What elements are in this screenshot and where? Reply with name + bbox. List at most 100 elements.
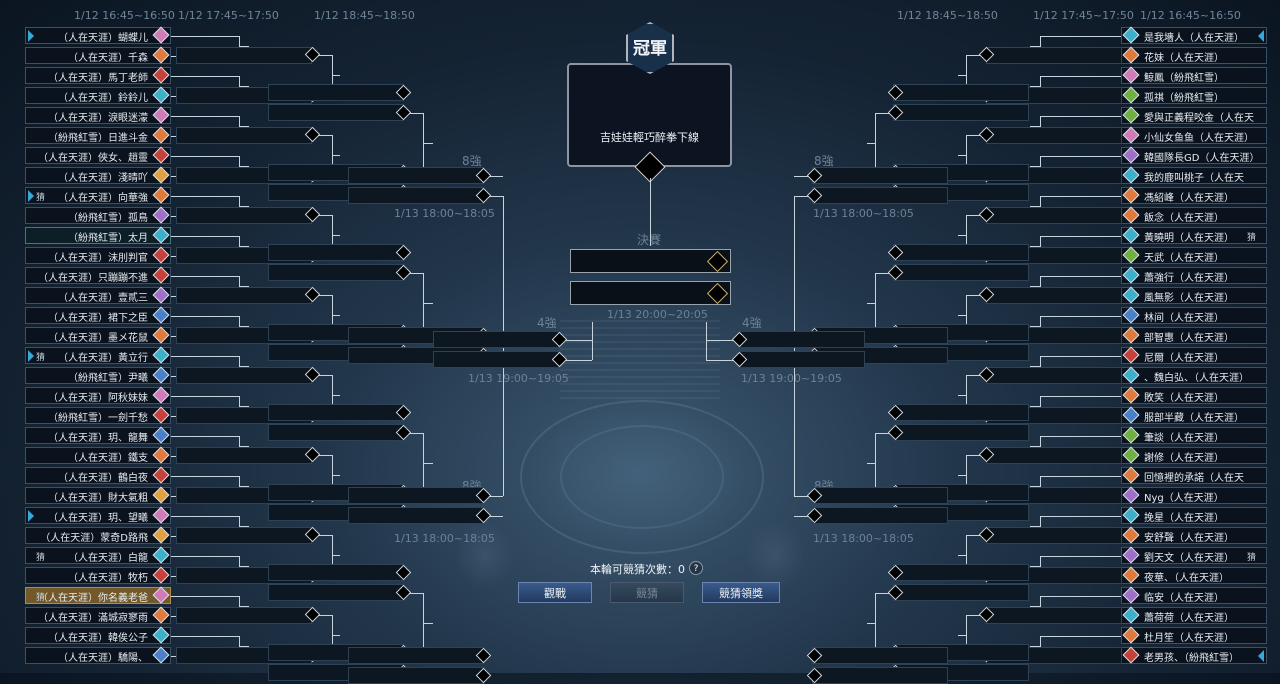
player-entry[interactable]: 老男孩、（紛飛紅雪）	[1121, 646, 1267, 664]
player-entry[interactable]: 飯念（人在天涯）	[1121, 206, 1267, 224]
player-entry[interactable]: （人在天涯）牧朽	[25, 566, 171, 584]
guess-reward-button[interactable]: 競猜領獎	[702, 582, 780, 603]
bracket-slot[interactable]	[812, 167, 948, 184]
bracket-slot[interactable]	[986, 127, 1122, 144]
player-entry[interactable]: 临安（人在天涯）	[1121, 586, 1267, 604]
player-entry[interactable]: 天武（人在天涯）	[1121, 246, 1267, 264]
bracket-slot[interactable]	[986, 607, 1122, 624]
player-entry[interactable]: （人在天涯）玥、望曦	[25, 506, 171, 524]
player-entry[interactable]: 挽星（人在天涯）	[1121, 506, 1267, 524]
bracket-slot[interactable]	[812, 647, 948, 664]
player-entry[interactable]: （人在天涯）驕陽、	[25, 646, 171, 664]
player-entry[interactable]: 馮紹峰（人在天涯）	[1121, 186, 1267, 204]
player-entry[interactable]: （紛飛紅雪）一劍千愁	[25, 406, 171, 424]
player-entry[interactable]: （人在天涯）白龍猜	[25, 546, 171, 564]
player-entry[interactable]: （人在天涯）鈴鈴儿	[25, 86, 171, 104]
player-entry[interactable]: 林间（人在天涯）	[1121, 306, 1267, 324]
player-entry[interactable]: 韓國隊長GD（人在天涯）	[1121, 146, 1267, 164]
player-entry[interactable]: 孤祺（紛飛紅雪）	[1121, 86, 1267, 104]
player-entry[interactable]: （人在天涯）馬丁老師	[25, 66, 171, 84]
player-entry[interactable]: Nyg（人在天涯）	[1121, 486, 1267, 504]
bracket-slot[interactable]	[176, 287, 312, 304]
player-entry[interactable]: （紛飛紅雪）日進斗金	[25, 126, 171, 144]
bracket-slot[interactable]	[268, 84, 404, 101]
bracket-slot[interactable]	[348, 647, 484, 664]
bracket-slot[interactable]	[268, 264, 404, 281]
bracket-slot[interactable]	[893, 104, 1029, 121]
player-entry[interactable]: （人在天涯）蒙奇D路飛	[25, 526, 171, 544]
player-entry[interactable]: 敗笑（人在天涯）	[1121, 386, 1267, 404]
bracket-slot[interactable]	[176, 127, 312, 144]
player-entry[interactable]: （人在天涯）千森	[25, 46, 171, 64]
player-entry[interactable]: 、魏白弘、（人在天涯）	[1121, 366, 1267, 384]
final-slot-2[interactable]	[570, 281, 731, 305]
player-entry[interactable]: （人在天涯）淚眼迷濛	[25, 106, 171, 124]
bracket-slot[interactable]	[739, 351, 865, 368]
player-entry[interactable]: 回憶裡的承諾（人在天	[1121, 466, 1267, 484]
player-entry[interactable]: 愛與正義程咬金（人在天	[1121, 106, 1267, 124]
player-entry[interactable]: （人在天涯）財大氣粗	[25, 486, 171, 504]
bracket-slot[interactable]	[348, 487, 484, 504]
player-entry[interactable]: 風無影（人在天涯）	[1121, 286, 1267, 304]
bracket-slot[interactable]	[176, 207, 312, 224]
bracket-slot[interactable]	[268, 244, 404, 261]
player-entry[interactable]: （人在天涯）蝴蝶儿	[25, 26, 171, 44]
bracket-slot[interactable]	[268, 424, 404, 441]
bracket-slot[interactable]	[433, 331, 559, 348]
bracket-slot[interactable]	[812, 187, 948, 204]
player-entry[interactable]: 蕭強行（人在天涯）	[1121, 266, 1267, 284]
bracket-slot[interactable]	[433, 351, 559, 368]
bracket-slot[interactable]	[812, 667, 948, 684]
player-entry[interactable]: 安舒聲（人在天涯）	[1121, 526, 1267, 544]
player-entry[interactable]: （紛飛紅雪）太月	[25, 226, 171, 244]
player-entry[interactable]: 小仙女鱼鱼（人在天涯）	[1121, 126, 1267, 144]
bracket-slot[interactable]	[893, 424, 1029, 441]
player-entry[interactable]: 劉天文（人在天涯）猜	[1121, 546, 1267, 564]
player-entry[interactable]: 部智惠（人在天涯）	[1121, 326, 1267, 344]
bracket-slot[interactable]	[893, 404, 1029, 421]
bracket-slot[interactable]	[812, 507, 948, 524]
player-entry[interactable]: （人在天涯）黃立行猜	[25, 346, 171, 364]
bracket-slot[interactable]	[893, 84, 1029, 101]
watch-button[interactable]: 觀戰	[518, 582, 592, 603]
player-entry[interactable]: 夜華、（人在天涯）	[1121, 566, 1267, 584]
player-entry[interactable]: （人在天涯）滿城寂寥雨	[25, 606, 171, 624]
bracket-slot[interactable]	[986, 527, 1122, 544]
player-entry[interactable]: （人在天涯）你名義老爸猜	[25, 586, 171, 604]
guess-button[interactable]: 競猜	[610, 582, 684, 603]
player-entry[interactable]: 服部半藏（人在天涯）	[1121, 406, 1267, 424]
player-entry[interactable]: 黃曉明（人在天涯）猜	[1121, 226, 1267, 244]
bracket-slot[interactable]	[176, 367, 312, 384]
player-entry[interactable]: 我的鹿叫桃子（人在天	[1121, 166, 1267, 184]
bracket-slot[interactable]	[268, 564, 404, 581]
bracket-slot[interactable]	[176, 527, 312, 544]
player-entry[interactable]: （人在天涯）壹貳三	[25, 286, 171, 304]
bracket-slot[interactable]	[893, 244, 1029, 261]
player-entry[interactable]: 花妹（人在天涯）	[1121, 46, 1267, 64]
bracket-slot[interactable]	[348, 187, 484, 204]
bracket-slot[interactable]	[986, 447, 1122, 464]
player-entry[interactable]: 杜月笙（人在天涯）	[1121, 626, 1267, 644]
final-slot-1[interactable]	[570, 249, 731, 273]
bracket-slot[interactable]	[893, 564, 1029, 581]
player-entry[interactable]: 謝修（人在天涯）	[1121, 446, 1267, 464]
bracket-slot[interactable]	[739, 331, 865, 348]
bracket-slot[interactable]	[986, 287, 1122, 304]
bracket-slot[interactable]	[268, 404, 404, 421]
player-entry[interactable]: （人在天涯）只蹦蹦不進	[25, 266, 171, 284]
player-entry[interactable]: 尼爾（人在天涯）	[1121, 346, 1267, 364]
player-entry[interactable]: （人在天涯）俠女、趙靈	[25, 146, 171, 164]
player-entry[interactable]: （人在天涯）沫刖判官	[25, 246, 171, 264]
bracket-slot[interactable]	[176, 47, 312, 64]
player-entry[interactable]: （人在天涯）裙下之臣	[25, 306, 171, 324]
bracket-slot[interactable]	[176, 447, 312, 464]
bracket-slot[interactable]	[176, 607, 312, 624]
player-entry[interactable]: （人在天涯）玥、龍舞	[25, 426, 171, 444]
player-entry[interactable]: 蕭荷荷（人在天涯）	[1121, 606, 1267, 624]
bracket-slot[interactable]	[268, 584, 404, 601]
player-entry[interactable]: 是我墻人（人在天涯）	[1121, 26, 1267, 44]
bracket-slot[interactable]	[812, 487, 948, 504]
player-entry[interactable]: （人在天涯）阿秋妹妹	[25, 386, 171, 404]
player-entry[interactable]: 鯨鳳（紛飛紅雪）	[1121, 66, 1267, 84]
help-icon[interactable]: ?	[689, 561, 703, 575]
